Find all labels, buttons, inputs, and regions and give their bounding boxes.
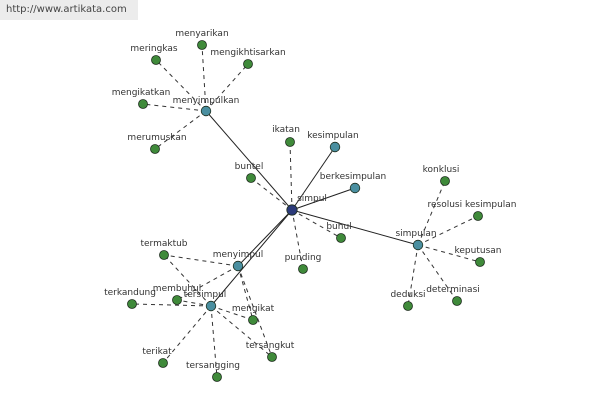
leaf-label-resolusi-kesimpulan[interactable]: resolusi kesimpulan [427,200,516,210]
edge-simpul-buntel [250,177,293,211]
hub-node-berkesimpulan[interactable] [349,182,361,194]
hub-label-kesimpulan[interactable]: kesimpulan [307,131,359,141]
leaf-node-menyarikan[interactable] [197,40,207,50]
leaf-label-ikatan[interactable]: ikatan [272,125,300,135]
leaf-node-deduksi[interactable] [403,301,413,311]
leaf-label-terikat[interactable]: terikat [142,347,172,357]
leaf-label-buhul[interactable]: buhul [326,222,351,232]
edge-simpul-menyimpulkan [205,110,293,211]
label-layer: menyarikan meringkas mengikhtisarkan mengik… [104,29,516,371]
edge-simpulan-keputusan [417,244,481,263]
edge-menyimpulkan-mengikhtisarkan [205,63,249,112]
leaf-label-terkandung[interactable]: terkandung [104,288,156,298]
leaf-label-merumuskan[interactable]: merumuskan [127,133,186,143]
edge-simpul-simpulan [291,209,419,246]
edge-menyimpul-mengikat [237,265,254,321]
leaf-label-menyarikan[interactable]: menyarikan [175,29,228,39]
leaf-node-termaktub[interactable] [159,250,169,260]
leaf-label-termaktub[interactable]: termaktub [140,239,187,249]
edge-layer [131,44,481,378]
edge-tersimpul-membuhul [176,299,212,307]
leaf-node-keputusan[interactable] [475,257,485,267]
site-url-banner[interactable]: http://www.artikata.com [0,0,138,20]
hub-label-menyimpul[interactable]: menyimpul [213,250,264,260]
edge-simpul-kesimpulan [291,146,336,211]
leaf-node-mengikhtisarkan[interactable] [243,59,253,69]
edge-menyimpul-tersangkut [237,265,273,358]
leaf-node-punding[interactable] [298,264,308,274]
edge-simpul-punding [291,209,304,270]
hub-node-kesimpulan[interactable] [329,141,341,153]
leaf-node-buntel[interactable] [246,173,256,183]
edge-simpulan-deduksi [407,244,419,307]
edge-simpul-berkesimpulan [291,187,356,211]
leaf-label-deduksi[interactable]: deduksi [390,290,425,300]
edge-simpul-ikatan [289,141,293,211]
edge-menyimpul-membuhul [176,265,239,301]
leaf-node-resolusi-kesimpulan[interactable] [473,211,483,221]
hub-node-menyimpulkan[interactable] [200,105,212,117]
hub-label-tersimpul[interactable]: tersimpul [184,290,227,300]
edge-simpulan-determinasi [417,244,458,302]
leaf-label-buntel[interactable]: buntel [235,162,264,172]
leaf-node-determinasi[interactable] [452,296,462,306]
leaf-label-konklusi[interactable]: konklusi [423,165,460,175]
leaf-node-buhul[interactable] [336,233,346,243]
leaf-label-mengikhtisarkan[interactable]: mengikhtisarkan [210,48,285,58]
leaf-node-konklusi[interactable] [440,176,450,186]
edge-menyimpulkan-mengikatkan [142,103,207,112]
hub-label-berkesimpulan[interactable]: berkesimpulan [320,172,386,182]
leaf-label-membuhul[interactable]: membuhul [153,284,201,294]
leaf-label-keputusan[interactable]: keputusan [455,246,502,256]
leaf-node-meringkas[interactable] [151,55,161,65]
edge-simpul-buhul [291,209,342,239]
leaf-label-mengikat[interactable]: mengikat [232,304,275,314]
leaf-label-punding[interactable]: punding [285,253,322,263]
node-layer [127,40,485,382]
leaf-label-meringkas[interactable]: meringkas [130,44,177,54]
leaf-node-merumuskan[interactable] [150,144,160,154]
leaf-node-tersangkut[interactable] [267,352,277,362]
edge-tersimpul-tersangkut [210,305,273,358]
edge-simpul-menyimpul [237,209,293,267]
center-label-simpul[interactable]: simpul [297,194,327,204]
leaf-node-mengikat[interactable] [248,315,258,325]
leaf-node-membuhul[interactable] [172,295,182,305]
leaf-node-ikatan[interactable] [285,137,295,147]
edge-simpulan-konklusi [417,180,446,246]
edge-tersimpul-termaktub [163,254,212,307]
leaf-node-tersangging[interactable] [212,372,222,382]
hub-node-simpulan[interactable] [412,239,424,251]
leaf-label-tersangging[interactable]: tersangging [186,361,240,371]
hub-label-simpulan[interactable]: simpulan [395,229,436,239]
edge-simpulan-resolusi-kesimpulan [417,215,479,246]
hub-label-menyimpulkan[interactable]: menyimpulkan [173,96,240,106]
leaf-label-tersangkut[interactable]: tersangkut [246,341,295,351]
hub-node-tersimpul[interactable] [205,300,217,312]
edge-menyimpulkan-merumuskan [154,110,207,150]
edge-tersimpul-tersangging [210,305,218,378]
edge-tersimpul-terkandung [131,303,212,307]
leaf-node-terikat[interactable] [158,358,168,368]
edge-menyimpulkan-menyarikan [201,44,207,112]
leaf-label-determinasi[interactable]: determinasi [426,285,480,295]
leaf-node-mengikatkan[interactable] [138,99,148,109]
center-node-simpul[interactable] [286,204,298,216]
edge-menyimpulkan-meringkas [155,59,207,112]
hub-node-menyimpul[interactable] [232,260,244,272]
edge-simpul-tersimpul [210,209,293,307]
leaf-node-terkandung[interactable] [127,299,137,309]
leaf-label-mengikatkan[interactable]: mengikatkan [112,88,171,98]
